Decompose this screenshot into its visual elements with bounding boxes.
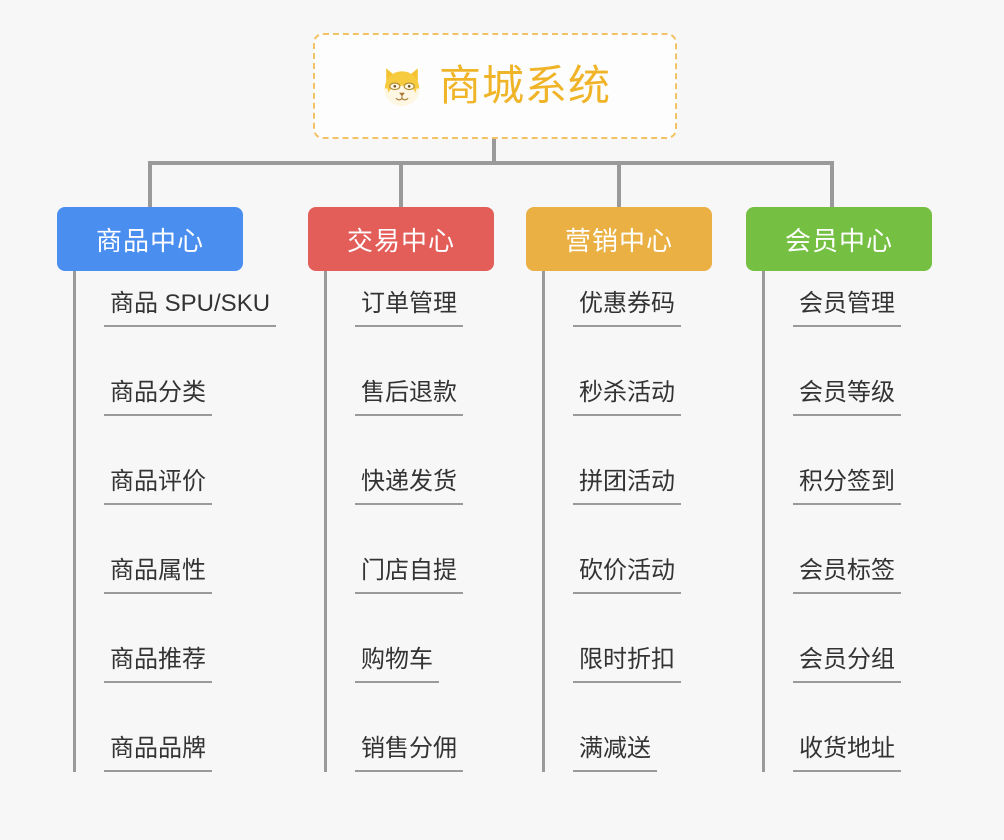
connector-drop-branch-1	[148, 161, 152, 207]
branch-column-marketing: 营销中心 优惠券码 秒杀活动 拼团活动 砍价活动 限时折扣 满减送	[526, 207, 756, 772]
leaf-label: 秒杀活动	[573, 379, 681, 416]
connector-root-stem	[492, 139, 496, 163]
list-item[interactable]: 商品 SPU/SKU	[76, 271, 307, 327]
leaf-label: 砍价活动	[573, 557, 681, 594]
branch-header-marketing[interactable]: 营销中心	[526, 207, 712, 271]
leaf-label: 限时折扣	[573, 646, 681, 683]
leaf-list-trade: 订单管理 售后退款 快递发货 门店自提 购物车 销售分佣	[324, 271, 538, 772]
leaf-label: 优惠券码	[573, 290, 681, 327]
leaf-label: 商品分类	[104, 379, 212, 416]
connector-drop-branch-2	[399, 161, 403, 207]
branch-column-member: 会员中心 会员管理 会员等级 积分签到 会员标签 会员分组 收货地址	[746, 207, 976, 772]
branch-header-label: 会员中心	[784, 225, 893, 256]
branch-header-trade[interactable]: 交易中心	[308, 207, 494, 271]
list-item[interactable]: 秒杀活动	[545, 327, 756, 416]
connector-horizontal-bar	[148, 161, 834, 165]
list-item[interactable]: 限时折扣	[545, 594, 756, 683]
leaf-label: 快递发货	[355, 468, 463, 505]
list-item[interactable]: 售后退款	[327, 327, 538, 416]
list-item[interactable]: 商品推荐	[76, 594, 307, 683]
branch-header-member[interactable]: 会员中心	[746, 207, 932, 271]
leaf-label: 购物车	[355, 646, 439, 683]
leaf-label: 商品 SPU/SKU	[104, 290, 277, 327]
list-item[interactable]: 会员管理	[765, 271, 976, 327]
list-item[interactable]: 优惠券码	[545, 271, 756, 327]
leaf-label: 销售分佣	[355, 735, 463, 772]
list-item[interactable]: 收货地址	[765, 683, 976, 772]
branch-header-label: 商品中心	[95, 225, 204, 256]
root-node[interactable]: 商城系统	[313, 33, 677, 139]
list-item[interactable]: 会员标签	[765, 505, 976, 594]
list-item[interactable]: 门店自提	[327, 505, 538, 594]
leaf-label: 会员标签	[793, 557, 901, 594]
leaf-label: 订单管理	[355, 290, 463, 327]
list-item[interactable]: 积分签到	[765, 416, 976, 505]
leaf-list-member: 会员管理 会员等级 积分签到 会员标签 会员分组 收货地址	[762, 271, 976, 772]
shiba-dog-face-icon	[384, 68, 420, 106]
leaf-label: 收货地址	[793, 735, 901, 772]
leaf-label: 积分签到	[793, 468, 901, 505]
list-item[interactable]: 拼团活动	[545, 416, 756, 505]
connector-drop-branch-4	[830, 161, 834, 207]
leaf-label: 会员分组	[793, 646, 901, 683]
list-item[interactable]: 购物车	[327, 594, 538, 683]
branch-column-trade: 交易中心 订单管理 售后退款 快递发货 门店自提 购物车 销售分佣	[308, 207, 538, 772]
leaf-label: 满减送	[573, 735, 657, 772]
list-item[interactable]: 砍价活动	[545, 505, 756, 594]
branch-column-product: 商品中心 商品 SPU/SKU 商品分类 商品评价 商品属性 商品推荐 商品品牌	[57, 207, 307, 772]
leaf-list-marketing: 优惠券码 秒杀活动 拼团活动 砍价活动 限时折扣 满减送	[542, 271, 756, 772]
leaf-label: 商品推荐	[104, 646, 212, 683]
leaf-list-product: 商品 SPU/SKU 商品分类 商品评价 商品属性 商品推荐 商品品牌	[73, 271, 307, 772]
leaf-label: 门店自提	[355, 557, 463, 594]
list-item[interactable]: 快递发货	[327, 416, 538, 505]
list-item[interactable]: 销售分佣	[327, 683, 538, 772]
list-item[interactable]: 会员等级	[765, 327, 976, 416]
leaf-label: 商品品牌	[104, 735, 212, 772]
list-item[interactable]: 商品属性	[76, 505, 307, 594]
list-item[interactable]: 订单管理	[327, 271, 538, 327]
branch-header-product[interactable]: 商品中心	[57, 207, 243, 271]
leaf-label: 售后退款	[355, 379, 463, 416]
branch-header-label: 营销中心	[564, 225, 673, 256]
leaf-label: 商品评价	[104, 468, 212, 505]
list-item[interactable]: 商品分类	[76, 327, 307, 416]
branch-header-label: 交易中心	[346, 225, 455, 256]
leaf-label: 拼团活动	[573, 468, 681, 505]
leaf-label: 会员等级	[793, 379, 901, 416]
leaf-label: 会员管理	[793, 290, 901, 327]
list-item[interactable]: 商品评价	[76, 416, 307, 505]
list-item[interactable]: 商品品牌	[76, 683, 307, 772]
list-item[interactable]: 会员分组	[765, 594, 976, 683]
list-item[interactable]: 满减送	[545, 683, 756, 772]
connector-drop-branch-3	[617, 161, 621, 207]
root-title: 商城系统	[438, 62, 611, 109]
leaf-label: 商品属性	[104, 557, 212, 594]
